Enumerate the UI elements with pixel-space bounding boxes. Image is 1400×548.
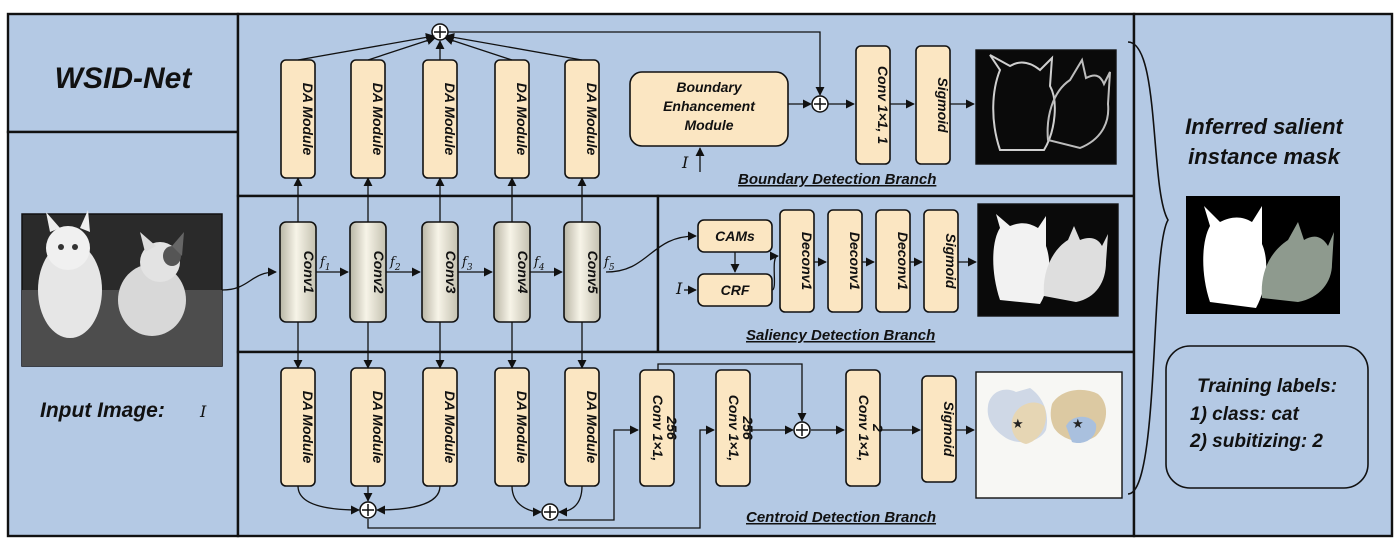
centroid-map-image: ★ ★ <box>975 371 1123 499</box>
svg-text:2: 2 <box>870 423 886 432</box>
sum-node-bottom-right <box>541 503 559 521</box>
svg-text:Conv1: Conv1 <box>301 251 317 294</box>
sum-node-boundary <box>811 95 829 113</box>
centroid-conv-256-a: Conv 1×1, 256 <box>639 369 680 487</box>
feature-label-2: f2 <box>389 255 401 273</box>
centroid-conv-256-b: Conv 1×1, 256 <box>715 369 756 487</box>
centroid-conv-2: Conv 1×1, 2 <box>845 369 886 487</box>
training-line2: 1) class: cat <box>1190 404 1299 425</box>
saliency-map-image <box>977 203 1119 317</box>
da-module-bottom-3: DA Module <box>422 367 458 487</box>
da-module-bottom-1: DA Module <box>280 367 316 487</box>
da-module-top-5: DA Module <box>564 59 600 179</box>
svg-text:DA Module: DA Module <box>584 391 600 464</box>
svg-text:Module: Module <box>685 117 734 133</box>
sum-node-bottom-left <box>359 501 377 519</box>
svg-text:DA Module: DA Module <box>584 83 600 156</box>
output-brace <box>1127 41 1169 495</box>
svg-text:DA Module: DA Module <box>300 391 316 464</box>
edges <box>221 31 977 529</box>
svg-text:Sigmoid: Sigmoid <box>941 401 957 457</box>
da-module-top-2: DA Module <box>350 59 386 179</box>
svg-text:Deconv1: Deconv1 <box>847 232 863 291</box>
sum-node-top <box>431 23 449 41</box>
svg-text:Conv 1×1,: Conv 1×1, <box>650 395 666 462</box>
svg-text:DA Module: DA Module <box>370 391 386 464</box>
centroid-star-2: ★ <box>1072 417 1084 432</box>
backbone-conv1: Conv1 <box>279 221 317 323</box>
inferred-mask-image <box>1186 196 1340 314</box>
training-line3: 2) subitizing: 2 <box>1189 431 1323 452</box>
output-title-line2: instance mask <box>1188 144 1341 169</box>
centroid-star-1: ★ <box>1012 417 1024 432</box>
output-title-line1: Inferred salient <box>1185 114 1344 139</box>
svg-text:Deconv1: Deconv1 <box>799 232 815 291</box>
backbone-conv5: Conv5 <box>563 221 601 323</box>
svg-text:Conv 1×1,: Conv 1×1, <box>726 395 742 462</box>
svg-text:Conv 1×1, 1: Conv 1×1, 1 <box>875 66 891 144</box>
centroid-branch-label: Centroid Detection Branch <box>746 509 936 526</box>
da-module-bottom-5: DA Module <box>564 367 600 487</box>
svg-text:CAMs: CAMs <box>715 228 755 244</box>
input-image <box>21 210 223 367</box>
da-module-top-4: DA Module <box>494 59 530 179</box>
deconv1-b: Deconv1 <box>827 209 863 313</box>
da-module-top-1: DA Module <box>280 59 316 179</box>
title-panel <box>6 12 240 134</box>
svg-text:Input Image:: Input Image: <box>40 399 165 422</box>
boundary-map-image <box>975 49 1117 165</box>
backbone-conv2: Conv2 <box>349 221 387 323</box>
svg-text:Conv2: Conv2 <box>371 251 387 294</box>
svg-text:Sigmoid: Sigmoid <box>935 77 951 133</box>
boundary-conv-1x1: Conv 1×1, 1 <box>855 45 891 165</box>
boundary-enhancement-module: Boundary Enhancement Module <box>629 71 789 147</box>
da-module-bottom-2: DA Module <box>350 367 386 487</box>
svg-text:256: 256 <box>740 415 756 440</box>
da-module-top-3: DA Module <box>422 59 458 179</box>
feature-label-4: f4 <box>533 255 545 273</box>
svg-text:CRF: CRF <box>721 282 750 298</box>
deconv1-c: Deconv1 <box>875 209 911 313</box>
svg-text:Conv5: Conv5 <box>585 251 601 294</box>
svg-text:Sigmoid: Sigmoid <box>943 233 959 289</box>
da-module-bottom-4: DA Module <box>494 367 530 487</box>
crf-module: CRF <box>697 273 773 307</box>
training-labels-box <box>1165 345 1369 489</box>
cams-module: CAMs <box>697 219 773 253</box>
feature-label-1: f1 <box>319 255 331 273</box>
svg-text:Conv4: Conv4 <box>515 251 531 294</box>
training-line1: Training labels: <box>1197 376 1337 397</box>
crf-input-symbol: I <box>675 279 683 298</box>
deconv1-a: Deconv1 <box>779 209 815 313</box>
svg-text:Deconv1: Deconv1 <box>895 232 911 291</box>
boundary-branch-label: Boundary Detection Branch <box>738 171 936 188</box>
svg-text:I: I <box>199 402 207 421</box>
svg-text:Enhancement: Enhancement <box>663 98 756 114</box>
saliency-sigmoid: Sigmoid <box>923 209 959 313</box>
centroid-sigmoid: Sigmoid <box>921 375 957 483</box>
svg-text:DA Module: DA Module <box>300 83 316 156</box>
boundary-sigmoid: Sigmoid <box>915 45 951 165</box>
svg-text:DA Module: DA Module <box>442 83 458 156</box>
backbone-conv3: Conv3 <box>421 221 459 323</box>
svg-text:DA Module: DA Module <box>514 391 530 464</box>
feature-label-5: f5 <box>603 255 615 273</box>
svg-text:DA Module: DA Module <box>370 83 386 156</box>
svg-text:256: 256 <box>664 415 680 440</box>
svg-text:Conv 1×1,: Conv 1×1, <box>856 395 872 462</box>
svg-text:DA Module: DA Module <box>442 391 458 464</box>
feature-label-3: f3 <box>461 255 473 273</box>
backbone-conv4: Conv4 <box>493 221 531 323</box>
bem-input-symbol: I <box>681 153 689 172</box>
svg-text:Conv3: Conv3 <box>443 251 459 294</box>
saliency-branch-label: Saliency Detection Branch <box>746 327 935 344</box>
diagram-title: WSID-Net <box>55 62 194 95</box>
svg-text:Boundary: Boundary <box>676 79 743 95</box>
input-label: Input Image: I <box>40 399 207 422</box>
svg-text:DA Module: DA Module <box>514 83 530 156</box>
sum-node-centroid <box>793 421 811 439</box>
